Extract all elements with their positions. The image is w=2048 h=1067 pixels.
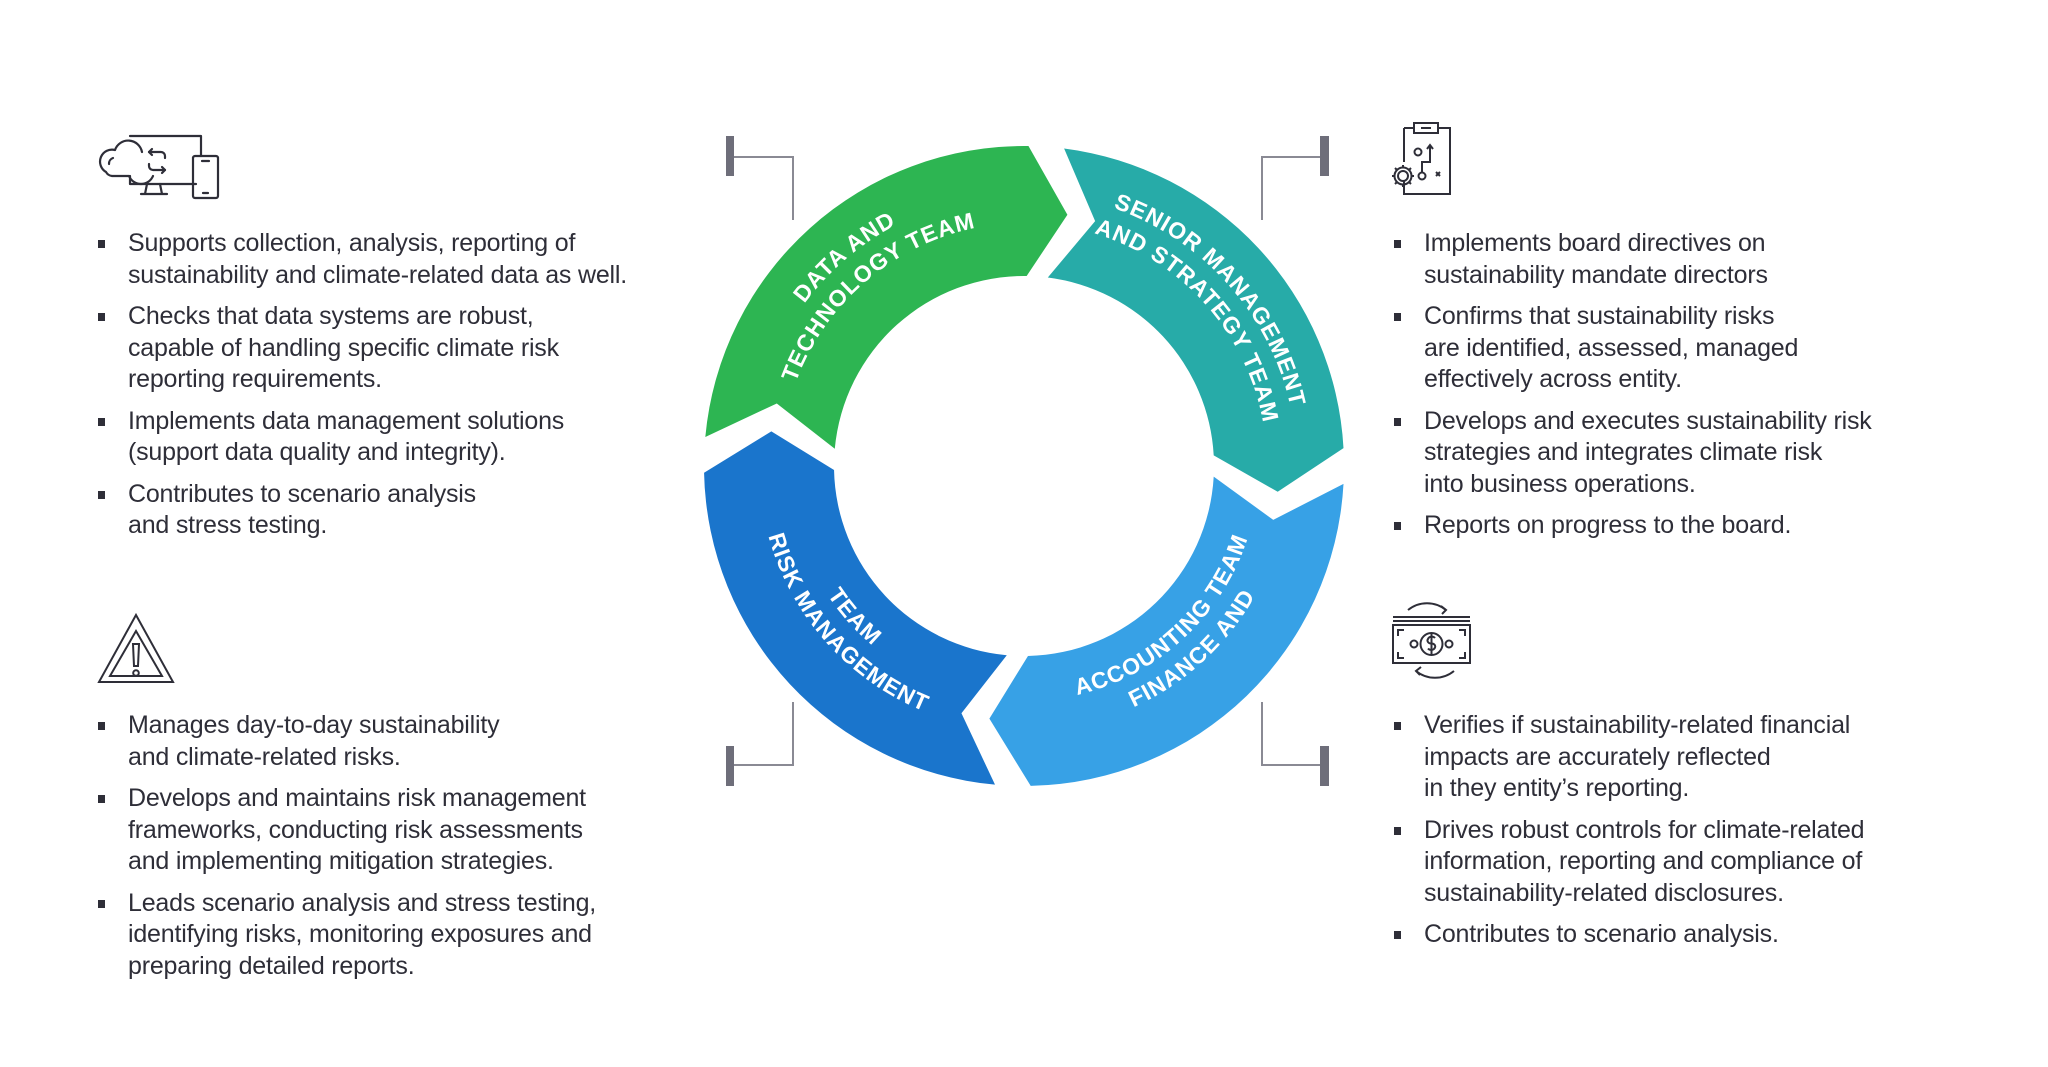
bullet-item: Drives robust controls for climate-relat… <box>1392 815 2012 910</box>
finance-accounting-panel: Verifies if sustainability-related finan… <box>1392 600 2012 1010</box>
bullet-item: Leads scenario analysis and stress testi… <box>96 888 716 983</box>
bracket-top-right <box>1261 156 1320 220</box>
bullet-item: Develops and executes sustainability ris… <box>1392 406 2012 501</box>
cycle-segment-data-technology <box>705 145 1068 449</box>
cloud-devices-sync-icon <box>98 134 220 200</box>
bracket-bar-bottom-left <box>726 746 734 786</box>
strategy-clipboard-gear-icon <box>1392 122 1451 195</box>
bracket-top-left <box>734 156 794 220</box>
finance-accounting-bullets: Verifies if sustainability-related finan… <box>1392 710 2012 961</box>
data-technology-bullets: Supports collection, analysis, reporting… <box>96 228 716 552</box>
corner-brackets <box>726 136 1329 786</box>
bullet-item: Supports collection, analysis, reporting… <box>96 228 716 291</box>
bracket-bottom-right <box>1261 702 1320 766</box>
bullet-item: Checks that data systems are robust,capa… <box>96 301 716 396</box>
bullet-item: Verifies if sustainability-related finan… <box>1392 710 2012 805</box>
bracket-bar-bottom-right <box>1320 746 1329 786</box>
bracket-bottom-left <box>734 702 794 766</box>
money-exchange-icon <box>1392 602 1471 679</box>
cycle-segment-risk-management <box>704 431 1007 785</box>
warning-triangle-icon <box>97 612 175 683</box>
cycle-segment-finance-accounting <box>989 476 1344 786</box>
bracket-bar-top-left <box>726 136 734 176</box>
bullet-item: Reports on progress to the board. <box>1392 510 2012 542</box>
data-technology-panel: Supports collection, analysis, reporting… <box>96 120 716 550</box>
cycle-segment-senior-management <box>1047 148 1344 492</box>
bullet-item: Contributes to scenario analysis. <box>1392 919 2012 951</box>
bullet-item: Implements data management solutions(sup… <box>96 406 716 469</box>
bracket-bar-top-right <box>1320 136 1329 176</box>
